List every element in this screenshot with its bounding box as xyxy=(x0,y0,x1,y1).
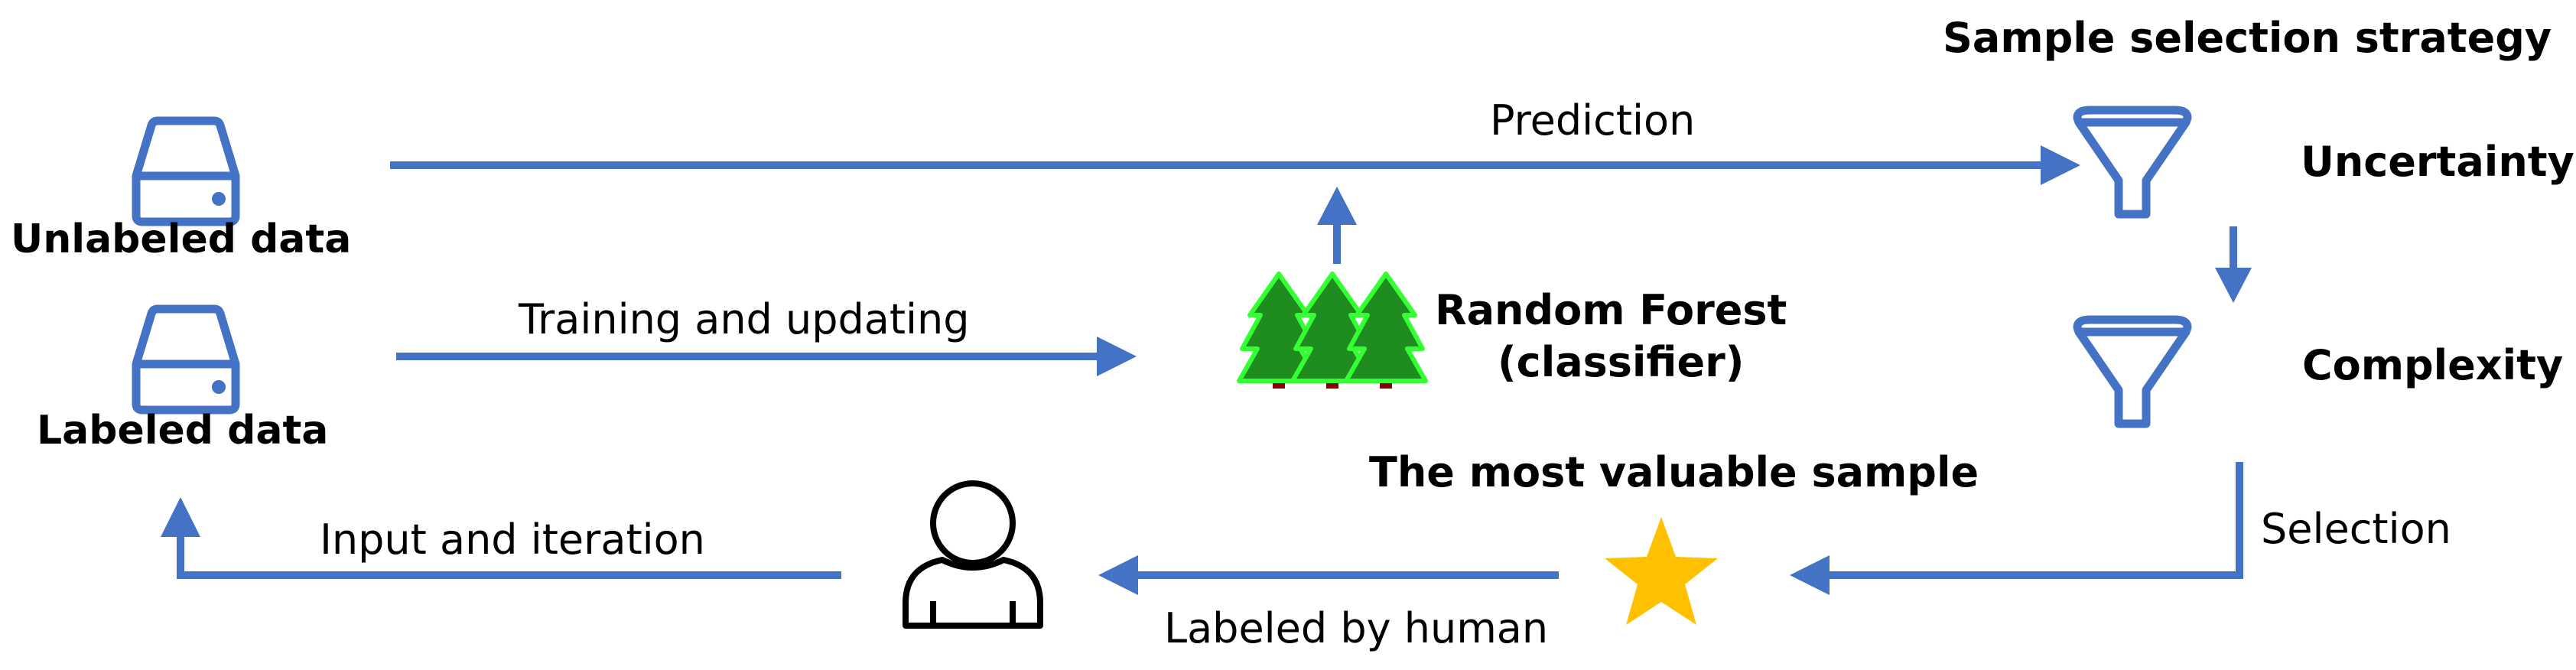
unlabeled-data-label: Unlabeled data xyxy=(11,216,351,262)
tree-icon xyxy=(1290,272,1374,389)
tree-icon xyxy=(1237,272,1321,389)
selection-label: Selection xyxy=(2261,505,2451,553)
labeled-data-label: Labeled data xyxy=(37,408,328,454)
person-icon xyxy=(903,480,1043,629)
valuable-sample-label: The most valuable sample xyxy=(1369,448,1979,496)
input-iteration-arrow xyxy=(161,497,841,579)
input-iteration-label: Input and iteration xyxy=(320,516,705,564)
funnel-icon xyxy=(2073,106,2192,219)
training-arrow xyxy=(396,337,1137,376)
labeled-by-human-label: Labeled by human xyxy=(1164,604,1548,652)
labeled-by-human-arrow xyxy=(1098,555,1559,595)
classifier-label-line1: Random Forest xyxy=(1435,286,1787,334)
training-label: Training and updating xyxy=(518,295,970,343)
server-icon xyxy=(132,304,240,415)
tree-icon xyxy=(1344,272,1428,389)
selection-arrow xyxy=(1790,462,2243,595)
strategy-title: Sample selection strategy xyxy=(1943,14,2552,62)
server-icon xyxy=(132,116,240,226)
prediction-arrow xyxy=(390,145,2080,185)
classifier-label-line2: (classifier) xyxy=(1498,338,1744,386)
complexity-label: Complexity xyxy=(2302,341,2563,389)
classifier-up-arrow xyxy=(1317,187,1357,264)
uncertainty-to-complexity-arrow xyxy=(2215,226,2252,303)
prediction-label: Prediction xyxy=(1490,96,1695,145)
uncertainty-label: Uncertainty xyxy=(2301,138,2574,186)
star-icon xyxy=(1605,517,1718,625)
funnel-icon xyxy=(2073,315,2192,428)
